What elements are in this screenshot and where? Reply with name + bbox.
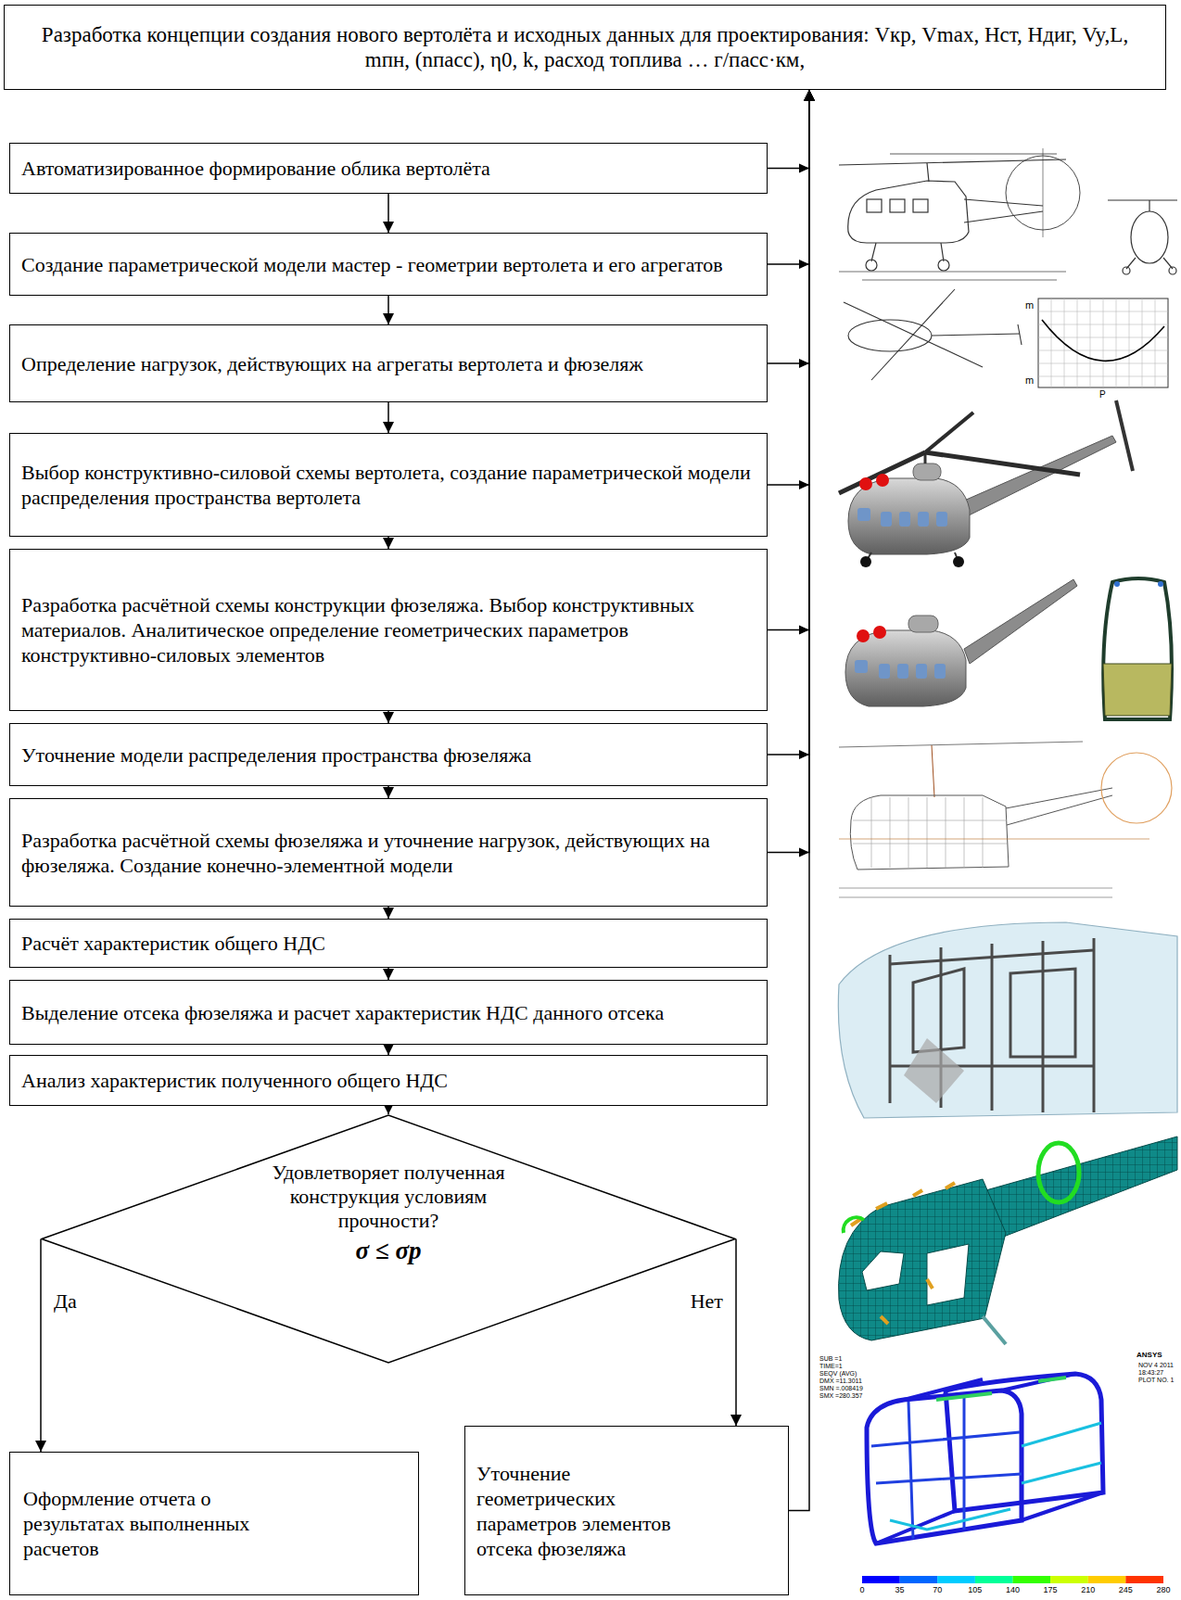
helicopter-top-drawing — [843, 289, 1022, 381]
node-text: Автоматизированное формирование облика в… — [21, 155, 756, 181]
flow-arrow — [388, 967, 390, 980]
fuselage-layout-drawing — [838, 741, 1172, 898]
flow-arrow — [736, 1239, 737, 1427]
contour-color-bar — [862, 1575, 1164, 1584]
node-text: Удовлетворяет полученная конструкция усл… — [240, 1160, 537, 1263]
flow-arrow — [388, 295, 390, 325]
box-text: Анализ характеристик полученного общего … — [21, 1067, 756, 1093]
mass-chart — [1038, 298, 1169, 388]
box-text: Разработка расчётной схемы фюзеляжа и ут… — [21, 827, 756, 878]
fem-mesh-model — [838, 1136, 1178, 1345]
plot-note: DMX =11.3011 — [819, 1377, 863, 1385]
flow-arrow — [388, 711, 390, 724]
flow-arrow — [388, 402, 390, 433]
plot-note: SEQV (AVG) — [819, 1370, 857, 1377]
scale-value: 105 — [967, 1586, 982, 1595]
plot-note: NOV 4 2011 — [1138, 1361, 1174, 1369]
flow-arrow — [388, 906, 390, 919]
node-text: Выделение отсека фюзеляжа и расчет харак… — [21, 1000, 756, 1026]
branch-label: Нет — [688, 1289, 725, 1314]
plot-note: ANSYS — [1136, 1351, 1163, 1359]
process-box: Уточнение геометрических параметров элем… — [464, 1425, 789, 1596]
flow-arrow — [767, 89, 810, 760]
axis-label: P — [1099, 390, 1106, 400]
box-text: Оформление отчета о результатах выполнен… — [23, 1485, 289, 1562]
process-box: Разработка расчётной схемы конструкции ф… — [9, 548, 768, 712]
node-text: Выбор конструктивно-силовой схемы вертол… — [21, 459, 756, 510]
flow-arrow — [388, 1105, 390, 1115]
flow-arrow — [788, 89, 810, 1512]
flow-arrow — [767, 89, 810, 490]
plot-note: TIME=1 — [819, 1362, 843, 1370]
helicopter-side-drawing — [838, 148, 1178, 280]
stress-result-model — [866, 1373, 1104, 1544]
process-box: Уточнение модели распределения пространс… — [9, 723, 768, 787]
plot-note: SUB =1 — [819, 1355, 842, 1362]
scale-value: 35 — [895, 1586, 905, 1595]
plot-note: PLOT NO. 1 — [1138, 1376, 1174, 1384]
node-text: Разработка расчётной схемы фюзеляжа и ут… — [21, 827, 756, 878]
box-text: Уточнение модели распределения пространс… — [21, 742, 756, 768]
axis-label: m — [1025, 300, 1034, 311]
decision-diamond: Удовлетворяет полученная конструкция усл… — [40, 1114, 737, 1364]
node-text: Создание параметрической модели мастер -… — [21, 252, 756, 278]
condition-formula: σ ≤ σp — [240, 1238, 537, 1263]
flow-arrow — [388, 1044, 390, 1055]
node-text: Уточнение геометрических параметров элем… — [476, 1460, 705, 1562]
node-text: Разработка расчётной схемы конструкции ф… — [21, 592, 756, 668]
box-text: Разработка концепции создания нового вер… — [19, 22, 1151, 73]
branch-label: Да — [51, 1289, 79, 1314]
node-text: Определение нагрузок, действующих на агр… — [21, 351, 756, 377]
flow-arrow — [388, 536, 390, 549]
flow-arrow — [388, 193, 390, 233]
process-box: Создание параметрической модели мастер -… — [9, 232, 768, 296]
box-text: Автоматизированное формирование облика в… — [21, 155, 756, 181]
scale-value: 280 — [1155, 1586, 1170, 1595]
node-text: Анализ характеристик полученного общего … — [21, 1067, 756, 1093]
helicopter-3d-model — [838, 400, 1133, 568]
box-text: Определение нагрузок, действующих на агр… — [21, 351, 756, 377]
plot-note: 18:43:27 — [1138, 1369, 1164, 1376]
process-box: Расчёт характеристик общего НДС — [9, 918, 768, 968]
node-text: Уточнение модели распределения пространс… — [21, 742, 756, 768]
flow-arrow — [388, 786, 390, 799]
node-text: Оформление отчета о результатах выполнен… — [23, 1485, 289, 1562]
scale-value: 70 — [932, 1586, 942, 1595]
process-box: Разработка расчётной схемы фюзеляжа и ут… — [9, 798, 768, 907]
plot-note: SMN =.008419 — [819, 1384, 864, 1392]
box-text: Разработка расчётной схемы конструкции ф… — [21, 592, 756, 668]
flow-arrow — [767, 89, 810, 635]
scale-value: 140 — [1005, 1586, 1020, 1595]
process-box: Анализ характеристик полученного общего … — [9, 1054, 768, 1106]
process-box: Определение нагрузок, действующих на агр… — [9, 324, 768, 403]
box-text: Создание параметрической модели мастер -… — [21, 252, 756, 278]
scale-value: 0 — [859, 1586, 864, 1595]
box-text: Уточнение геометрических параметров элем… — [476, 1460, 705, 1562]
flow-arrow — [767, 89, 810, 269]
scale-value: 175 — [1043, 1586, 1058, 1595]
flow-arrow — [767, 89, 810, 369]
scale-value: 210 — [1080, 1586, 1095, 1595]
scale-value: 245 — [1118, 1586, 1133, 1595]
process-box: Автоматизированное формирование облика в… — [9, 142, 768, 194]
frame-section — [1103, 578, 1172, 720]
axis-label: m — [1025, 375, 1034, 386]
process-box: Разработка концепции создания нового вер… — [3, 4, 1167, 90]
plot-note: SMX =280.357 — [819, 1392, 864, 1399]
flow-arrow — [767, 89, 810, 858]
process-box: Оформление отчета о результатах выполнен… — [9, 1451, 420, 1596]
process-box: Выделение отсека фюзеляжа и расчет харак… — [9, 979, 768, 1045]
flow-arrow — [767, 89, 810, 174]
flow-arrow — [40, 1239, 42, 1453]
fuselage-3d-model — [845, 579, 1078, 707]
box-text: Выбор конструктивно-силовой схемы вертол… — [21, 459, 756, 510]
box-text: Выделение отсека фюзеляжа и расчет харак… — [21, 1000, 756, 1026]
box-text: Расчёт характеристик общего НДС — [21, 930, 756, 956]
process-box: Выбор конструктивно-силовой схемы вертол… — [9, 432, 768, 537]
node-text: Разработка концепции создания нового вер… — [19, 22, 1151, 73]
node-text: Расчёт характеристик общего НДС — [21, 930, 756, 956]
fuselage-frame-model — [838, 922, 1178, 1118]
box-text: Удовлетворяет полученная конструкция усл… — [240, 1160, 537, 1233]
